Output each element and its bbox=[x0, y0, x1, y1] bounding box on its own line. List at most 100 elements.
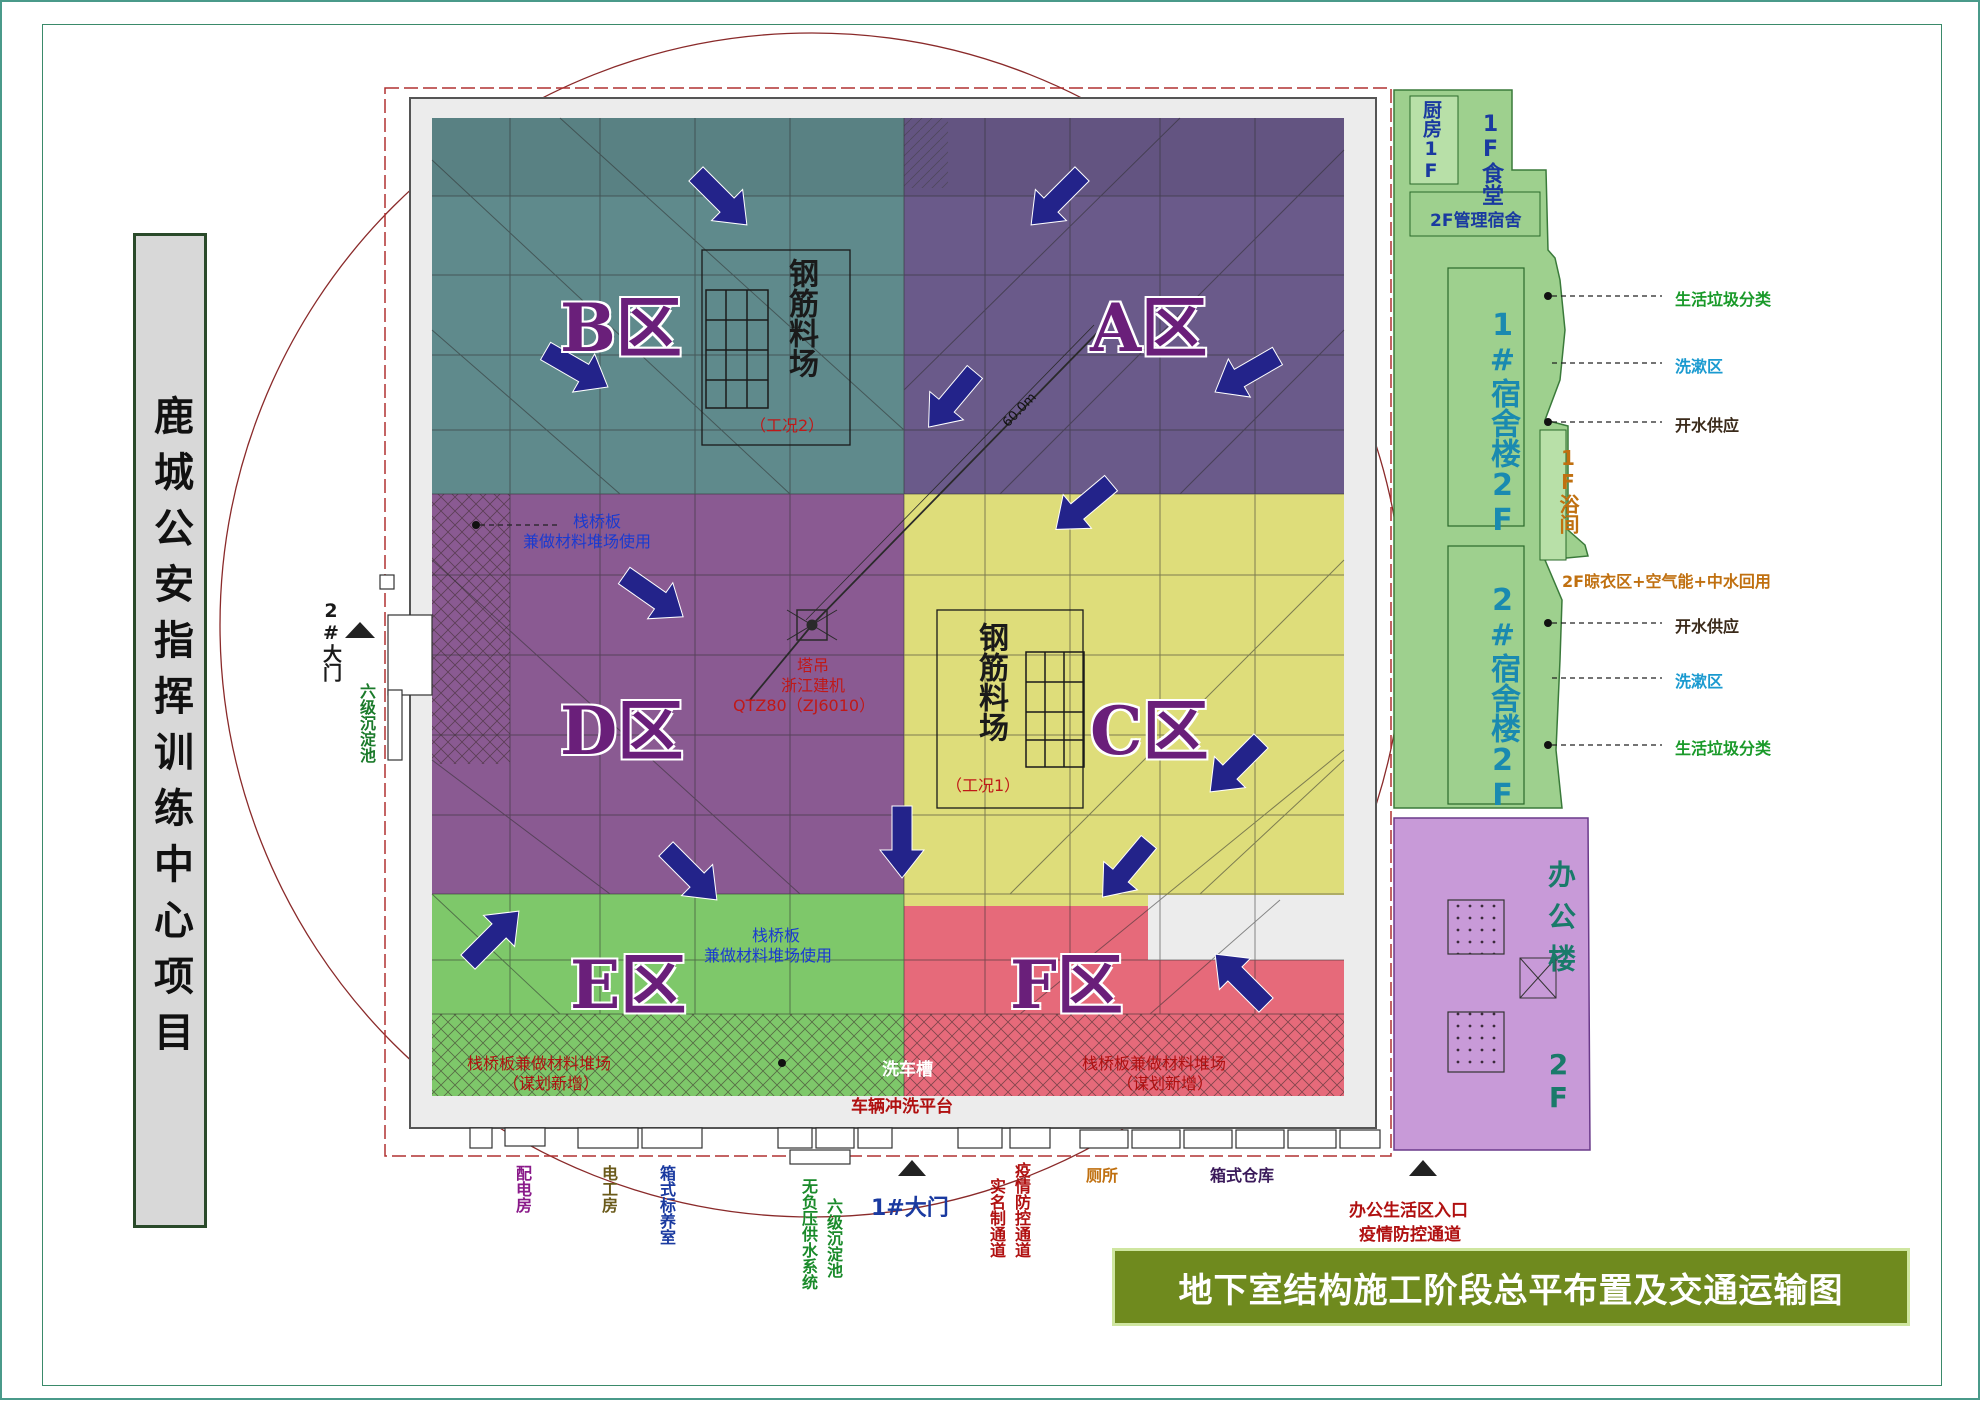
rebar-yard-1-name: 钢筋料场 bbox=[973, 622, 1008, 742]
drawing-title-bar: 地下室结构施工阶段总平布置及交通运输图 bbox=[1112, 1248, 1910, 1326]
zone-e-label: E区 bbox=[570, 946, 687, 1024]
b-stripe-hatch bbox=[904, 118, 948, 188]
structural-grid bbox=[431, 117, 1345, 1096]
rebar-yard-2-note: （工况2） bbox=[750, 416, 825, 435]
water-bottom-label: 开水供应 bbox=[1675, 617, 1740, 636]
zone-f-label: F区 bbox=[1010, 946, 1123, 1024]
traffic-arrow-7 bbox=[1055, 474, 1119, 530]
dorm2-block bbox=[1447, 545, 1525, 805]
bottom-facilities bbox=[469, 1127, 1381, 1165]
traffic-arrow-3 bbox=[539, 341, 609, 393]
gate-2-marker bbox=[345, 622, 375, 638]
crane-label-3: QTZ80（ZJ6010） bbox=[733, 696, 876, 715]
top-strip bbox=[432, 118, 1344, 196]
drawing-title: 地下室结构施工阶段总平布置及交通运输图 bbox=[1178, 1270, 1844, 1311]
callout-leaders bbox=[480, 295, 1662, 746]
trestle-bottom-right-line1: 栈桥板兼做材料堆场 bbox=[1082, 1054, 1227, 1073]
traffic-arrow-13 bbox=[1214, 953, 1274, 1013]
car-wash-line1: 洗车槽 bbox=[882, 1060, 933, 1080]
kitchen-block bbox=[1409, 95, 1459, 185]
realname-channel-label: 实名制通道 bbox=[987, 1178, 1006, 1258]
bath-label: 1F浴间 bbox=[1556, 446, 1580, 534]
office-stair bbox=[1519, 957, 1557, 999]
canteen-label: 1F食堂 bbox=[1478, 112, 1503, 206]
drawing-frame bbox=[42, 24, 1942, 1386]
zone-a-area bbox=[904, 118, 1344, 494]
rebar-yard-1-rack bbox=[1025, 651, 1085, 768]
zone-a-label: A区 bbox=[1090, 289, 1208, 367]
trestle-bottom-right-line2: （谋划新增） bbox=[1117, 1074, 1214, 1093]
living-area bbox=[1393, 89, 1589, 809]
dorm1-label: 1#宿舍楼2F bbox=[1485, 308, 1520, 538]
curing-room-label: 箱式标养室 bbox=[657, 1165, 676, 1245]
traffic-arrow-5 bbox=[1214, 346, 1284, 398]
traffic-arrow-8 bbox=[1209, 733, 1269, 793]
rebar-yard-1-box bbox=[936, 609, 1084, 809]
traffic-arrow-1 bbox=[688, 166, 748, 226]
traffic-arrow-12 bbox=[460, 910, 520, 970]
rebar-yard-2-name: 钢筋料场 bbox=[783, 258, 818, 378]
kitchen-label: 厨房1F bbox=[1420, 100, 1442, 182]
bath-block bbox=[1539, 429, 1567, 561]
power-room-label: 配电房 bbox=[513, 1165, 532, 1213]
trestle-left-line2: 兼做材料堆场使用 bbox=[523, 532, 652, 551]
gate-2-facilities bbox=[379, 574, 433, 761]
office-room-2 bbox=[1447, 1011, 1505, 1073]
office-label: 办公楼 bbox=[1544, 860, 1577, 986]
traffic-arrow-2 bbox=[1030, 166, 1090, 226]
trestle-bottom-left-line1: 栈桥板兼做材料堆场 bbox=[467, 1054, 612, 1073]
project-title: 鹿城公安指挥训练中心项目 bbox=[147, 394, 194, 1067]
wash-top-label: 洗漱区 bbox=[1675, 357, 1724, 376]
rebar-yard-1-note: （工况1） bbox=[946, 776, 1021, 795]
office-entrance-line1: 办公生活区入口 bbox=[1349, 1201, 1468, 1221]
traffic-arrow-11 bbox=[658, 841, 718, 901]
office-floor-label: 2F bbox=[1542, 1048, 1575, 1114]
garbage-top-label: 生活垃圾分类 bbox=[1675, 290, 1772, 309]
gate-1-marker bbox=[898, 1160, 926, 1176]
mgmt-dorm-block bbox=[1409, 191, 1541, 237]
callout-dots bbox=[472, 292, 1552, 1067]
epidemic-channel-label: 疫情防控通道 bbox=[1012, 1162, 1031, 1258]
trestle-center-line2: 兼做材料堆场使用 bbox=[704, 946, 833, 965]
car-wash-line2: 车辆冲洗平台 bbox=[851, 1097, 953, 1117]
zone-c-area bbox=[904, 494, 1344, 906]
zone-d-area bbox=[432, 494, 904, 894]
garbage-bottom-label: 生活垃圾分类 bbox=[1675, 739, 1772, 758]
site-boundary bbox=[384, 87, 1392, 1157]
gate-2-sediment-label: 六级沉淀池 bbox=[357, 683, 376, 763]
water-supply-label: 无负压供水系统 bbox=[799, 1178, 818, 1290]
traffic-arrow-4 bbox=[928, 364, 984, 428]
mgmt-dorm-label: 2F管理宿舍 bbox=[1430, 211, 1522, 231]
gate-2-label: 2#大门 bbox=[320, 600, 342, 682]
drying-label: 2F晾衣区+空气能+中水回用 bbox=[1562, 572, 1771, 591]
crane-label-1: 塔吊 bbox=[797, 656, 830, 675]
zone-c-label: C区 bbox=[1090, 692, 1209, 770]
wash-bottom-label: 洗漱区 bbox=[1675, 672, 1724, 691]
traffic-arrow-6 bbox=[617, 566, 684, 620]
zone-b-label: B区 bbox=[560, 289, 682, 367]
traffic-arrow-9 bbox=[1102, 834, 1158, 898]
office-area bbox=[1393, 817, 1591, 1151]
trestle-left-line1: 栈桥板 bbox=[573, 512, 622, 531]
dorm1-block bbox=[1447, 267, 1525, 527]
gate-1-label: 1#大门 bbox=[871, 1196, 949, 1221]
traffic-arrows bbox=[460, 166, 1284, 1013]
crane-label-2: 浙江建机 bbox=[781, 676, 846, 695]
rebar-yard-2-rack bbox=[705, 289, 769, 409]
trestle-bottom-left-line2: （谋划新增） bbox=[503, 1074, 600, 1093]
bottom-yard-hatch bbox=[432, 1014, 1344, 1096]
office-entrance-line2: 疫情防控通道 bbox=[1359, 1225, 1461, 1245]
zone-b-area bbox=[432, 118, 904, 494]
left-trestle-hatch bbox=[432, 494, 510, 764]
toilet-label: 厕所 bbox=[1086, 1166, 1119, 1185]
trestle-center-line1: 栈桥板 bbox=[752, 926, 801, 945]
warehouse-label: 箱式仓库 bbox=[1210, 1166, 1275, 1185]
dorm2-label: 2#宿舍楼2F bbox=[1485, 583, 1520, 813]
project-title-panel: 鹿城公安指挥训练中心项目 bbox=[133, 233, 207, 1228]
traffic-arrow-10 bbox=[878, 805, 926, 879]
electric-room-label: 电工房 bbox=[599, 1165, 618, 1213]
rebar-yard-2-box bbox=[701, 249, 851, 446]
zone-d-label: D区 bbox=[560, 692, 684, 770]
bottom-sediment-label: 六级沉淀池 bbox=[824, 1198, 843, 1278]
